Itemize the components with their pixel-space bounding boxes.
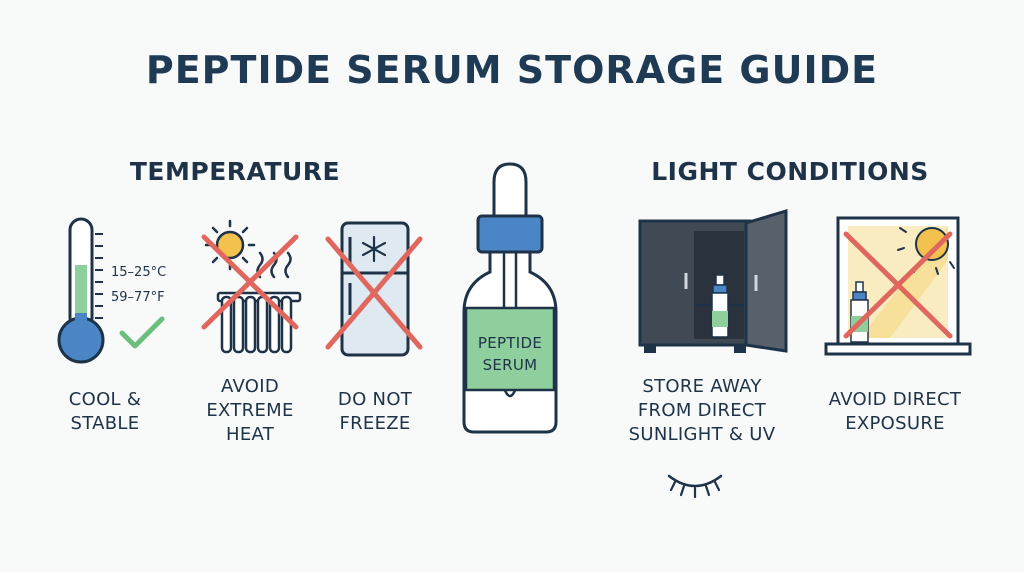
window-sun-icon [824,216,972,356]
bottle-label: PEPTIDE SERUM [477,334,543,374]
do-not-freeze-caption: DO NOT FREEZE [337,389,413,434]
freezer-icon [325,221,423,357]
cabinet-icon [638,208,788,353]
temperature-heading: TEMPERATURE [129,157,341,186]
cool-stable-caption: COOL & STABLE [68,389,142,434]
thermometer-icon [57,217,105,364]
thermometer-scale-icon [95,233,103,319]
serum-bottle-icon [462,162,558,434]
avoid-heat-caption: AVOID EXTREME HEAT [206,376,294,445]
closed-eye-icon [667,474,723,499]
store-away-caption: STORE AWAY FROM DIRECT SUNLIGHT & UV [628,376,776,445]
avoid-exposure-caption: AVOID DIRECT EXPOSURE [828,389,962,434]
light-conditions-heading: LIGHT CONDITIONS [651,157,929,186]
fahrenheit-range: 59–77°F [111,290,165,305]
radiator-heat-icon [201,219,302,354]
celsius-range: 15–25°C [111,265,167,280]
snowflake-icon [361,235,387,263]
checkmark-icon [119,316,165,349]
page-title: PEPTIDE SERUM STORAGE GUIDE [145,48,879,92]
